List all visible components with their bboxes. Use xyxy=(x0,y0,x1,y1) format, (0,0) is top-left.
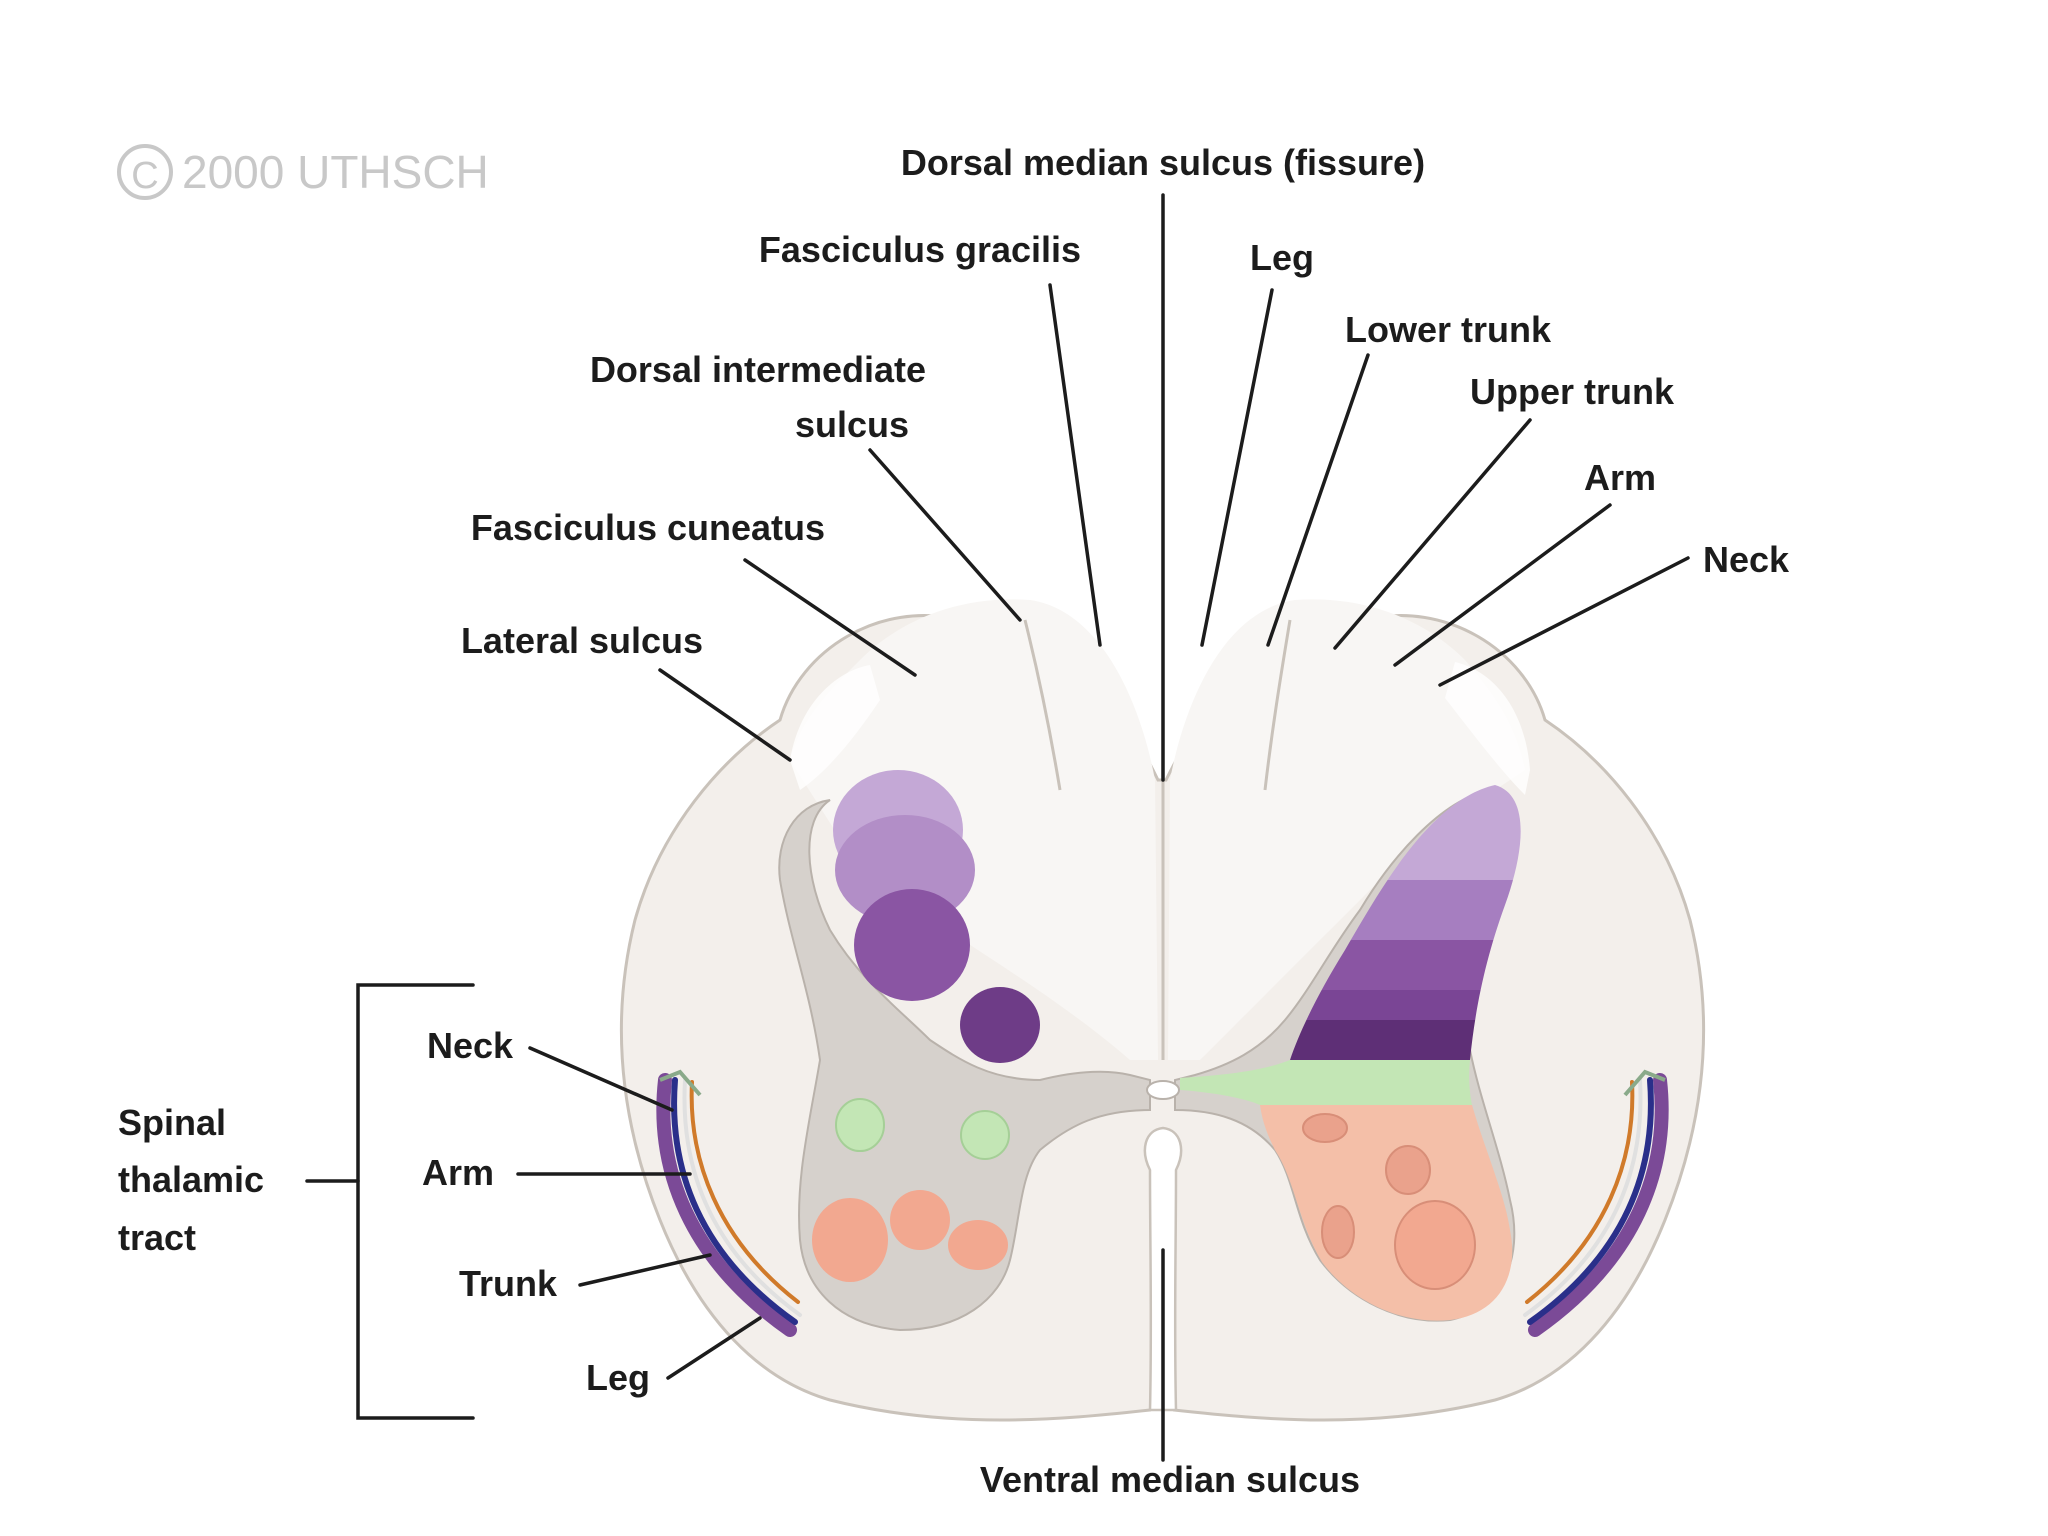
right-salmon-4 xyxy=(1394,1200,1476,1290)
label-left-arm: Arm xyxy=(422,1152,494,1193)
copyright-symbol: C xyxy=(131,155,158,197)
right-green-band xyxy=(1180,1060,1472,1105)
label-dorsal-intermediate-sulcus-2: sulcus xyxy=(795,404,909,445)
right-intermediate-sulcus xyxy=(1263,619,1292,791)
leader-right-arm xyxy=(1393,503,1612,667)
watermark: C 2000 UTHSCH xyxy=(117,144,489,200)
copyright-circle-icon xyxy=(117,144,173,200)
left-salmon-3 xyxy=(948,1220,1008,1270)
right-salmon-3 xyxy=(1321,1205,1355,1259)
label-right-upper-trunk: Upper trunk xyxy=(1470,371,1675,412)
label-spinal-thalamic-tract-3: tract xyxy=(118,1217,196,1258)
leader-right-neck xyxy=(1438,556,1690,687)
left-green-nucleus-2 xyxy=(960,1110,1010,1160)
label-fasciculus-gracilis: Fasciculus gracilis xyxy=(759,229,1081,270)
leader-fasciculus-cuneatus xyxy=(743,558,917,677)
label-left-trunk: Trunk xyxy=(459,1263,558,1304)
leader-right-lower-trunk xyxy=(1266,353,1370,647)
label-right-lower-trunk: Lower trunk xyxy=(1345,309,1552,350)
label-left-leg: Leg xyxy=(586,1357,650,1398)
left-purple-mid xyxy=(854,889,970,1001)
left-spinothalamic-tract xyxy=(656,1069,802,1337)
left-intermediate-sulcus xyxy=(1023,619,1062,791)
label-right-leg: Leg xyxy=(1250,237,1314,278)
label-ventral-median-sulcus: Ventral median sulcus xyxy=(980,1459,1360,1500)
right-lateral-notch xyxy=(1445,662,1530,795)
leader-dorsal-intermediate-sulcus xyxy=(868,448,1022,622)
label-dorsal-intermediate-sulcus-1: Dorsal intermediate xyxy=(590,349,926,390)
central-canal xyxy=(1146,1080,1180,1100)
bracket-spinal-thalamic-tract xyxy=(356,983,475,1420)
spinal-cord-section xyxy=(619,599,1706,1422)
right-dorsal-column xyxy=(1168,599,1525,1060)
label-dorsal-median-sulcus: Dorsal median sulcus (fissure) xyxy=(901,142,1425,183)
left-purple-dark xyxy=(960,987,1040,1063)
label-spinal-thalamic-tract-1: Spinal xyxy=(118,1102,226,1143)
leader-lateral-sulcus xyxy=(658,668,792,762)
label-left-neck: Neck xyxy=(427,1025,514,1066)
right-salmon-1 xyxy=(1302,1113,1348,1143)
watermark-text: 2000 UTHSCH xyxy=(182,146,489,198)
left-salmon-2 xyxy=(890,1190,950,1250)
leader-right-upper-trunk xyxy=(1333,418,1532,650)
leader-left-neck xyxy=(528,1046,674,1112)
leader-right-leg xyxy=(1200,288,1274,647)
labels: Dorsal median sulcus (fissure) Fasciculu… xyxy=(118,142,1790,1500)
left-green-nucleus-1 xyxy=(835,1098,885,1152)
left-dorsal-column xyxy=(790,599,1158,1060)
right-spinothalamic-tract xyxy=(1523,1069,1669,1337)
leader-fasciculus-gracilis xyxy=(1048,283,1102,647)
left-gray-matter xyxy=(778,799,1151,1332)
leader-left-leg xyxy=(666,1316,762,1380)
left-salmon-1 xyxy=(812,1198,888,1282)
label-lateral-sulcus: Lateral sulcus xyxy=(461,620,703,661)
label-spinal-thalamic-tract-2: thalamic xyxy=(118,1159,264,1200)
leader-lines xyxy=(305,193,1690,1462)
left-lateral-notch xyxy=(790,665,880,790)
label-right-arm: Arm xyxy=(1584,457,1656,498)
label-right-neck: Neck xyxy=(1703,539,1790,580)
right-salmon-2 xyxy=(1385,1145,1431,1195)
leader-left-trunk xyxy=(578,1253,712,1287)
label-fasciculus-cuneatus: Fasciculus cuneatus xyxy=(471,507,825,548)
